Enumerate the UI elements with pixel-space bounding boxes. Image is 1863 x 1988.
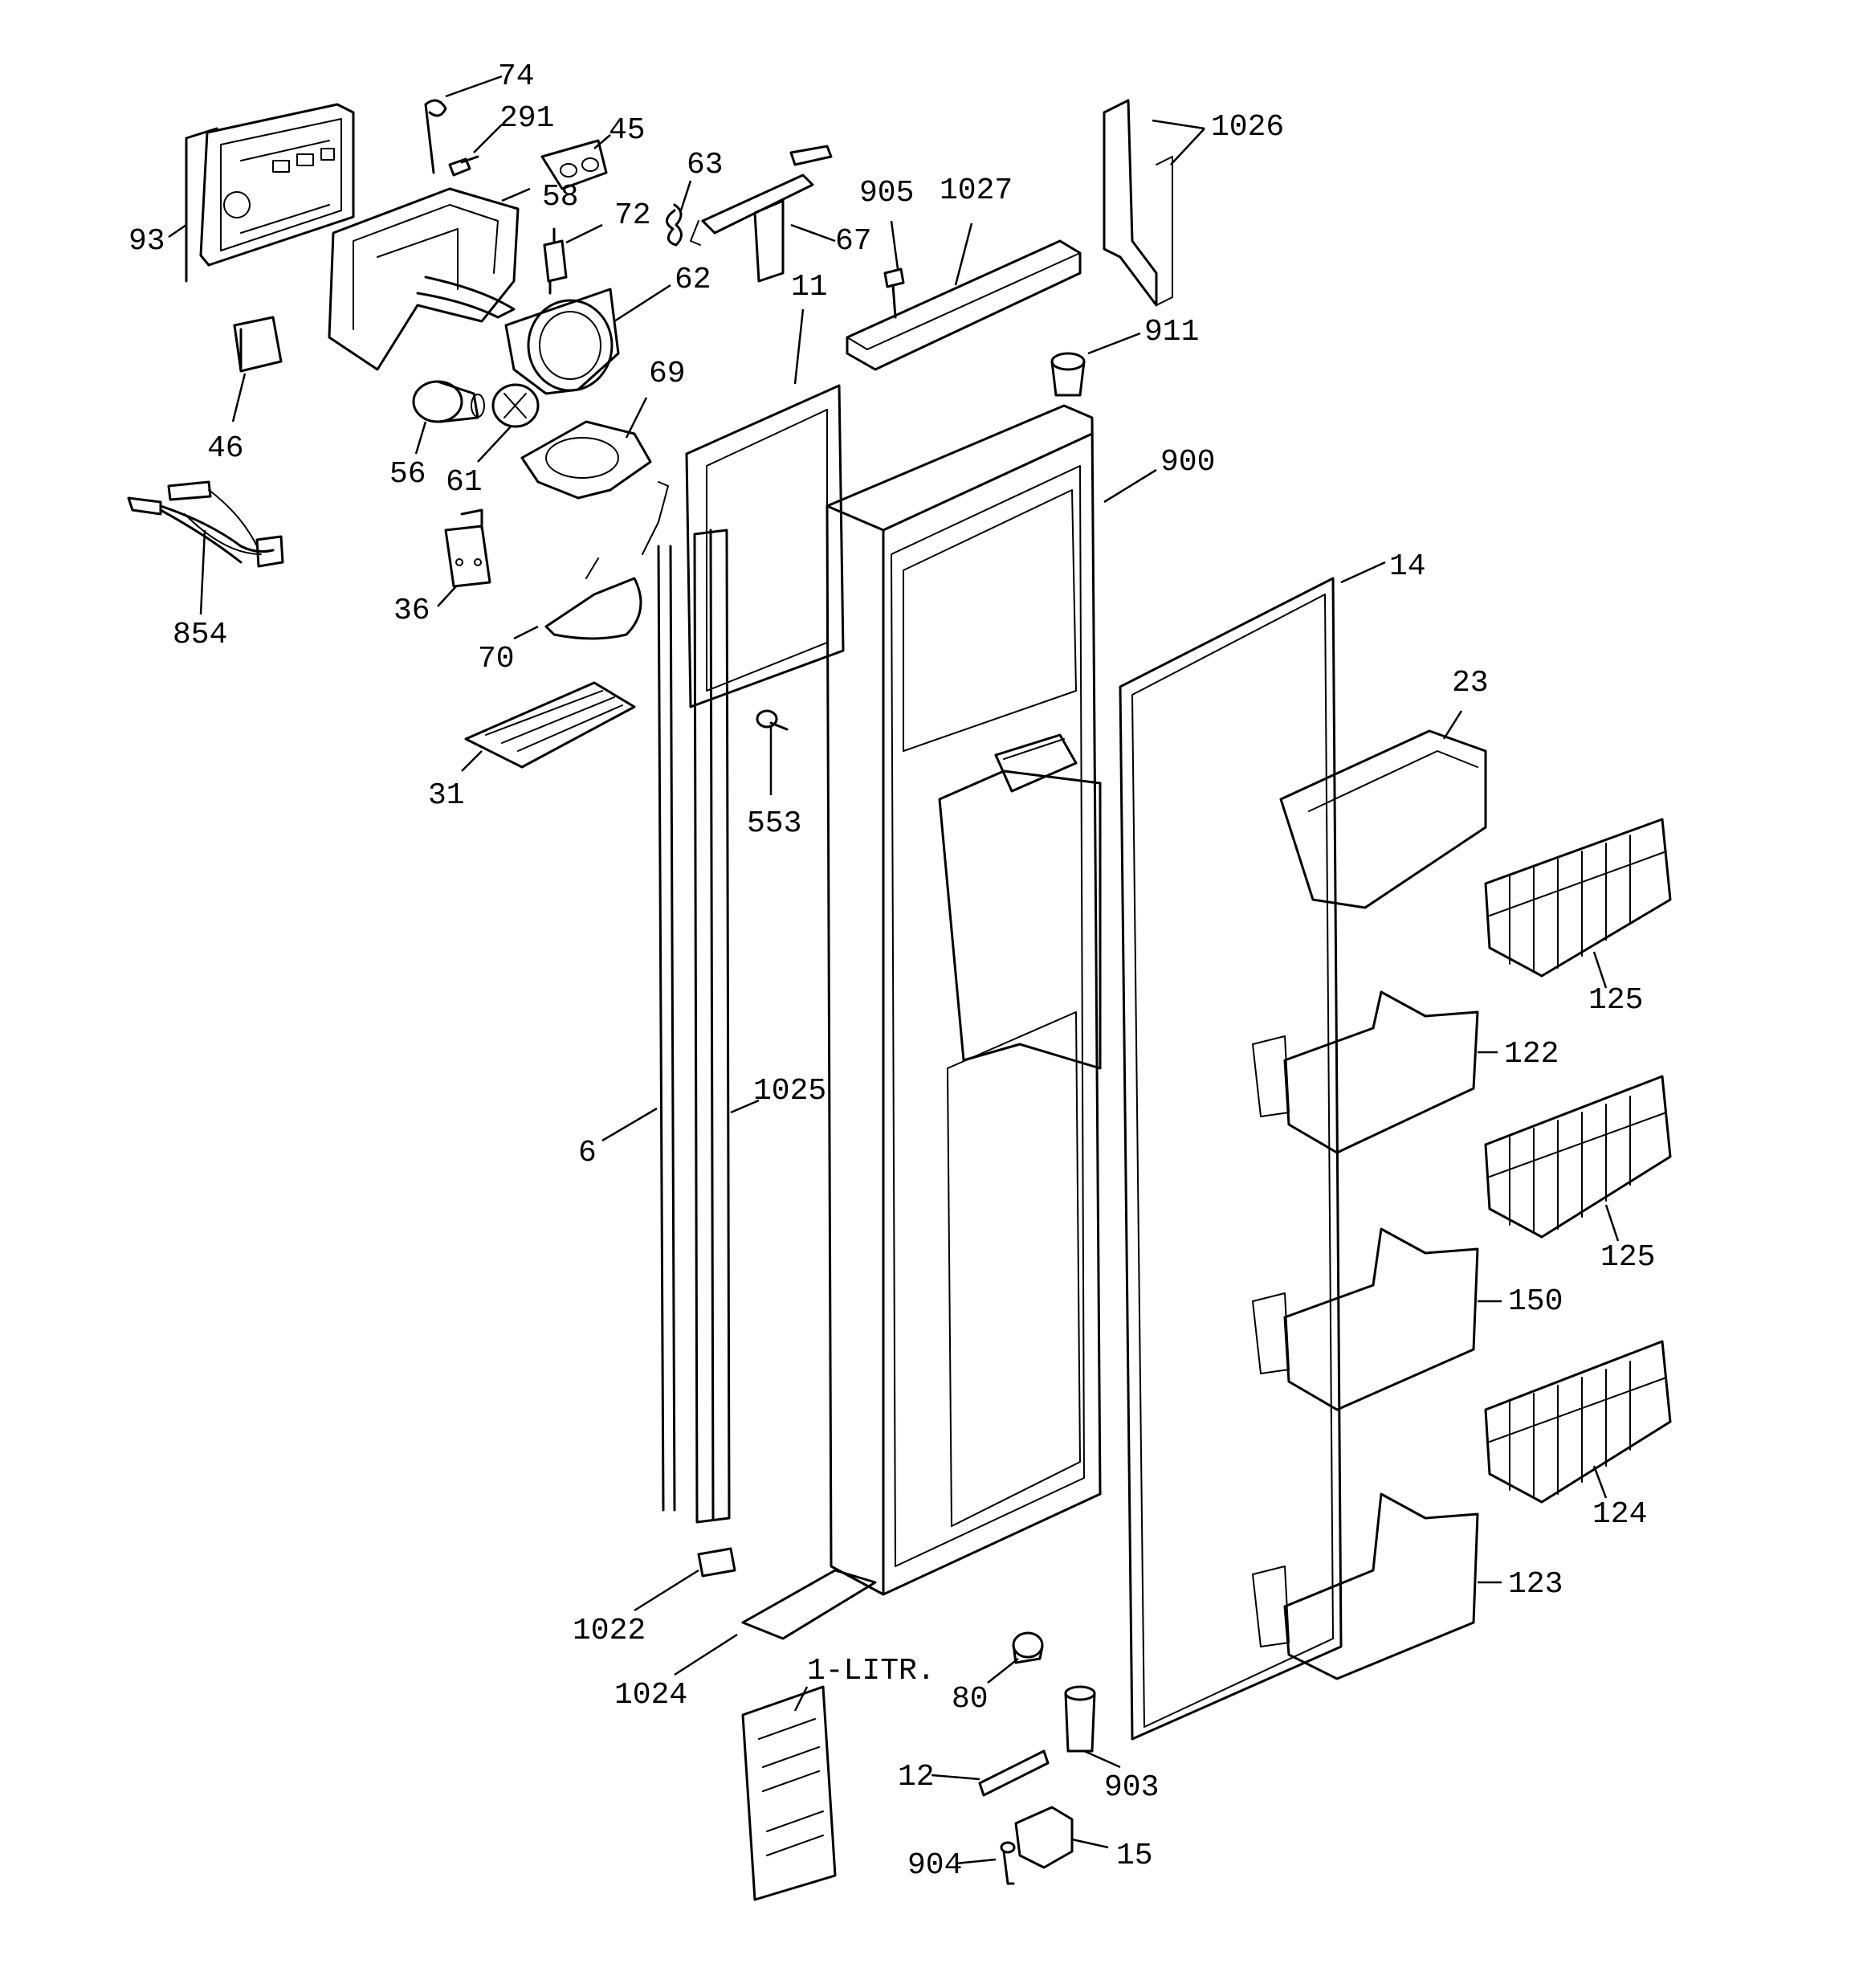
part-903-pin [1064, 1685, 1096, 1753]
label-45: 45 [609, 113, 646, 148]
part-74-spring [424, 99, 447, 174]
label-69: 69 [649, 357, 686, 391]
label-93: 93 [128, 224, 165, 259]
label-122: 122 [1504, 1037, 1559, 1072]
part-62-ice-chute-housing [504, 288, 620, 395]
label-125-middle: 125 [1600, 1240, 1655, 1275]
part-150-door-bin [1252, 1227, 1479, 1411]
label-854: 854 [173, 618, 227, 652]
label-23: 23 [1452, 666, 1489, 700]
part-31-drip-tray [464, 681, 636, 769]
label-903: 903 [1104, 1770, 1159, 1805]
label-911: 911 [1144, 315, 1199, 349]
label-6: 6 [578, 1136, 597, 1170]
part-69-bracket [520, 420, 652, 500]
label-63: 63 [687, 148, 724, 182]
label-905: 905 [859, 176, 914, 210]
label-900: 900 [1160, 445, 1215, 480]
label-31: 31 [428, 778, 465, 813]
part-80-plug [1012, 1631, 1044, 1664]
label-56: 56 [389, 457, 426, 492]
part-1024-bracket [741, 1569, 877, 1640]
part-93-control-panel [185, 103, 355, 283]
part-6-tube [657, 545, 676, 1512]
part-125-wire-basket-upper [1484, 818, 1672, 978]
label-80: 80 [952, 1682, 989, 1717]
part-61-gear [491, 383, 540, 428]
part-123-door-bin [1252, 1492, 1479, 1680]
label-67: 67 [835, 224, 872, 259]
label-1027: 1027 [940, 173, 1013, 208]
label-125-upper: 125 [1588, 983, 1643, 1018]
label-74: 74 [498, 59, 535, 94]
part-900-door [826, 404, 1102, 1596]
part-124-wire-basket-lower [1484, 1340, 1672, 1504]
part-854-wire-harness [127, 480, 284, 568]
part-1027-door-cap [846, 239, 1082, 371]
leader-lines [168, 75, 1620, 1865]
label-12: 12 [898, 1760, 935, 1794]
label-61: 61 [446, 465, 483, 500]
part-46-cover [233, 316, 283, 373]
label-46: 46 [207, 431, 244, 466]
label-1025: 1025 [753, 1074, 826, 1108]
part-1-litr-booklet [741, 1685, 837, 1901]
label-150: 150 [1508, 1284, 1563, 1319]
label-123: 123 [1508, 1567, 1563, 1602]
part-1025-trim-strip [693, 529, 731, 1524]
part-number-labels: 74 291 45 93 58 63 72 905 1027 1026 67 6… [128, 59, 1655, 1883]
part-23-door-bin [1279, 729, 1487, 909]
part-904-screw [1000, 1841, 1016, 1885]
label-11: 11 [791, 270, 828, 304]
label-124: 124 [1592, 1497, 1647, 1532]
label-553: 553 [747, 806, 801, 841]
label-1022: 1022 [573, 1614, 646, 1648]
label-1024: 1024 [614, 1678, 687, 1712]
part-72-switch [543, 227, 568, 295]
part-553-button [756, 709, 789, 731]
part-63-spring [666, 203, 701, 247]
part-45-bracket [540, 139, 608, 190]
part-15-hinge [1014, 1806, 1074, 1869]
part-291-screw [448, 155, 479, 177]
part-125-wire-basket-middle [1484, 1075, 1672, 1239]
label-15: 15 [1116, 1839, 1153, 1873]
part-70-actuator [544, 481, 669, 640]
label-291: 291 [499, 101, 554, 136]
part-911-bushing [1050, 352, 1086, 397]
part-122-door-bin [1252, 990, 1479, 1154]
label-14: 14 [1389, 549, 1426, 584]
label-1-litr: 1-LITR. [807, 1654, 936, 1688]
label-904: 904 [907, 1848, 962, 1883]
label-72: 72 [614, 198, 651, 233]
part-14-door-gasket [1119, 577, 1343, 1741]
label-70: 70 [478, 642, 515, 676]
part-58-dispenser-housing [328, 187, 520, 371]
part-36-bracket [444, 508, 491, 588]
part-1022-clip [697, 1547, 736, 1578]
label-58: 58 [542, 180, 579, 214]
label-36: 36 [393, 594, 430, 628]
label-1026: 1026 [1211, 110, 1284, 145]
part-56-motor [412, 380, 485, 423]
part-905-screw [883, 267, 905, 319]
part-12-hinge-plate [978, 1749, 1050, 1797]
part-1026-trim [1103, 99, 1173, 307]
label-62: 62 [675, 263, 711, 297]
part-67-lever [701, 145, 833, 283]
